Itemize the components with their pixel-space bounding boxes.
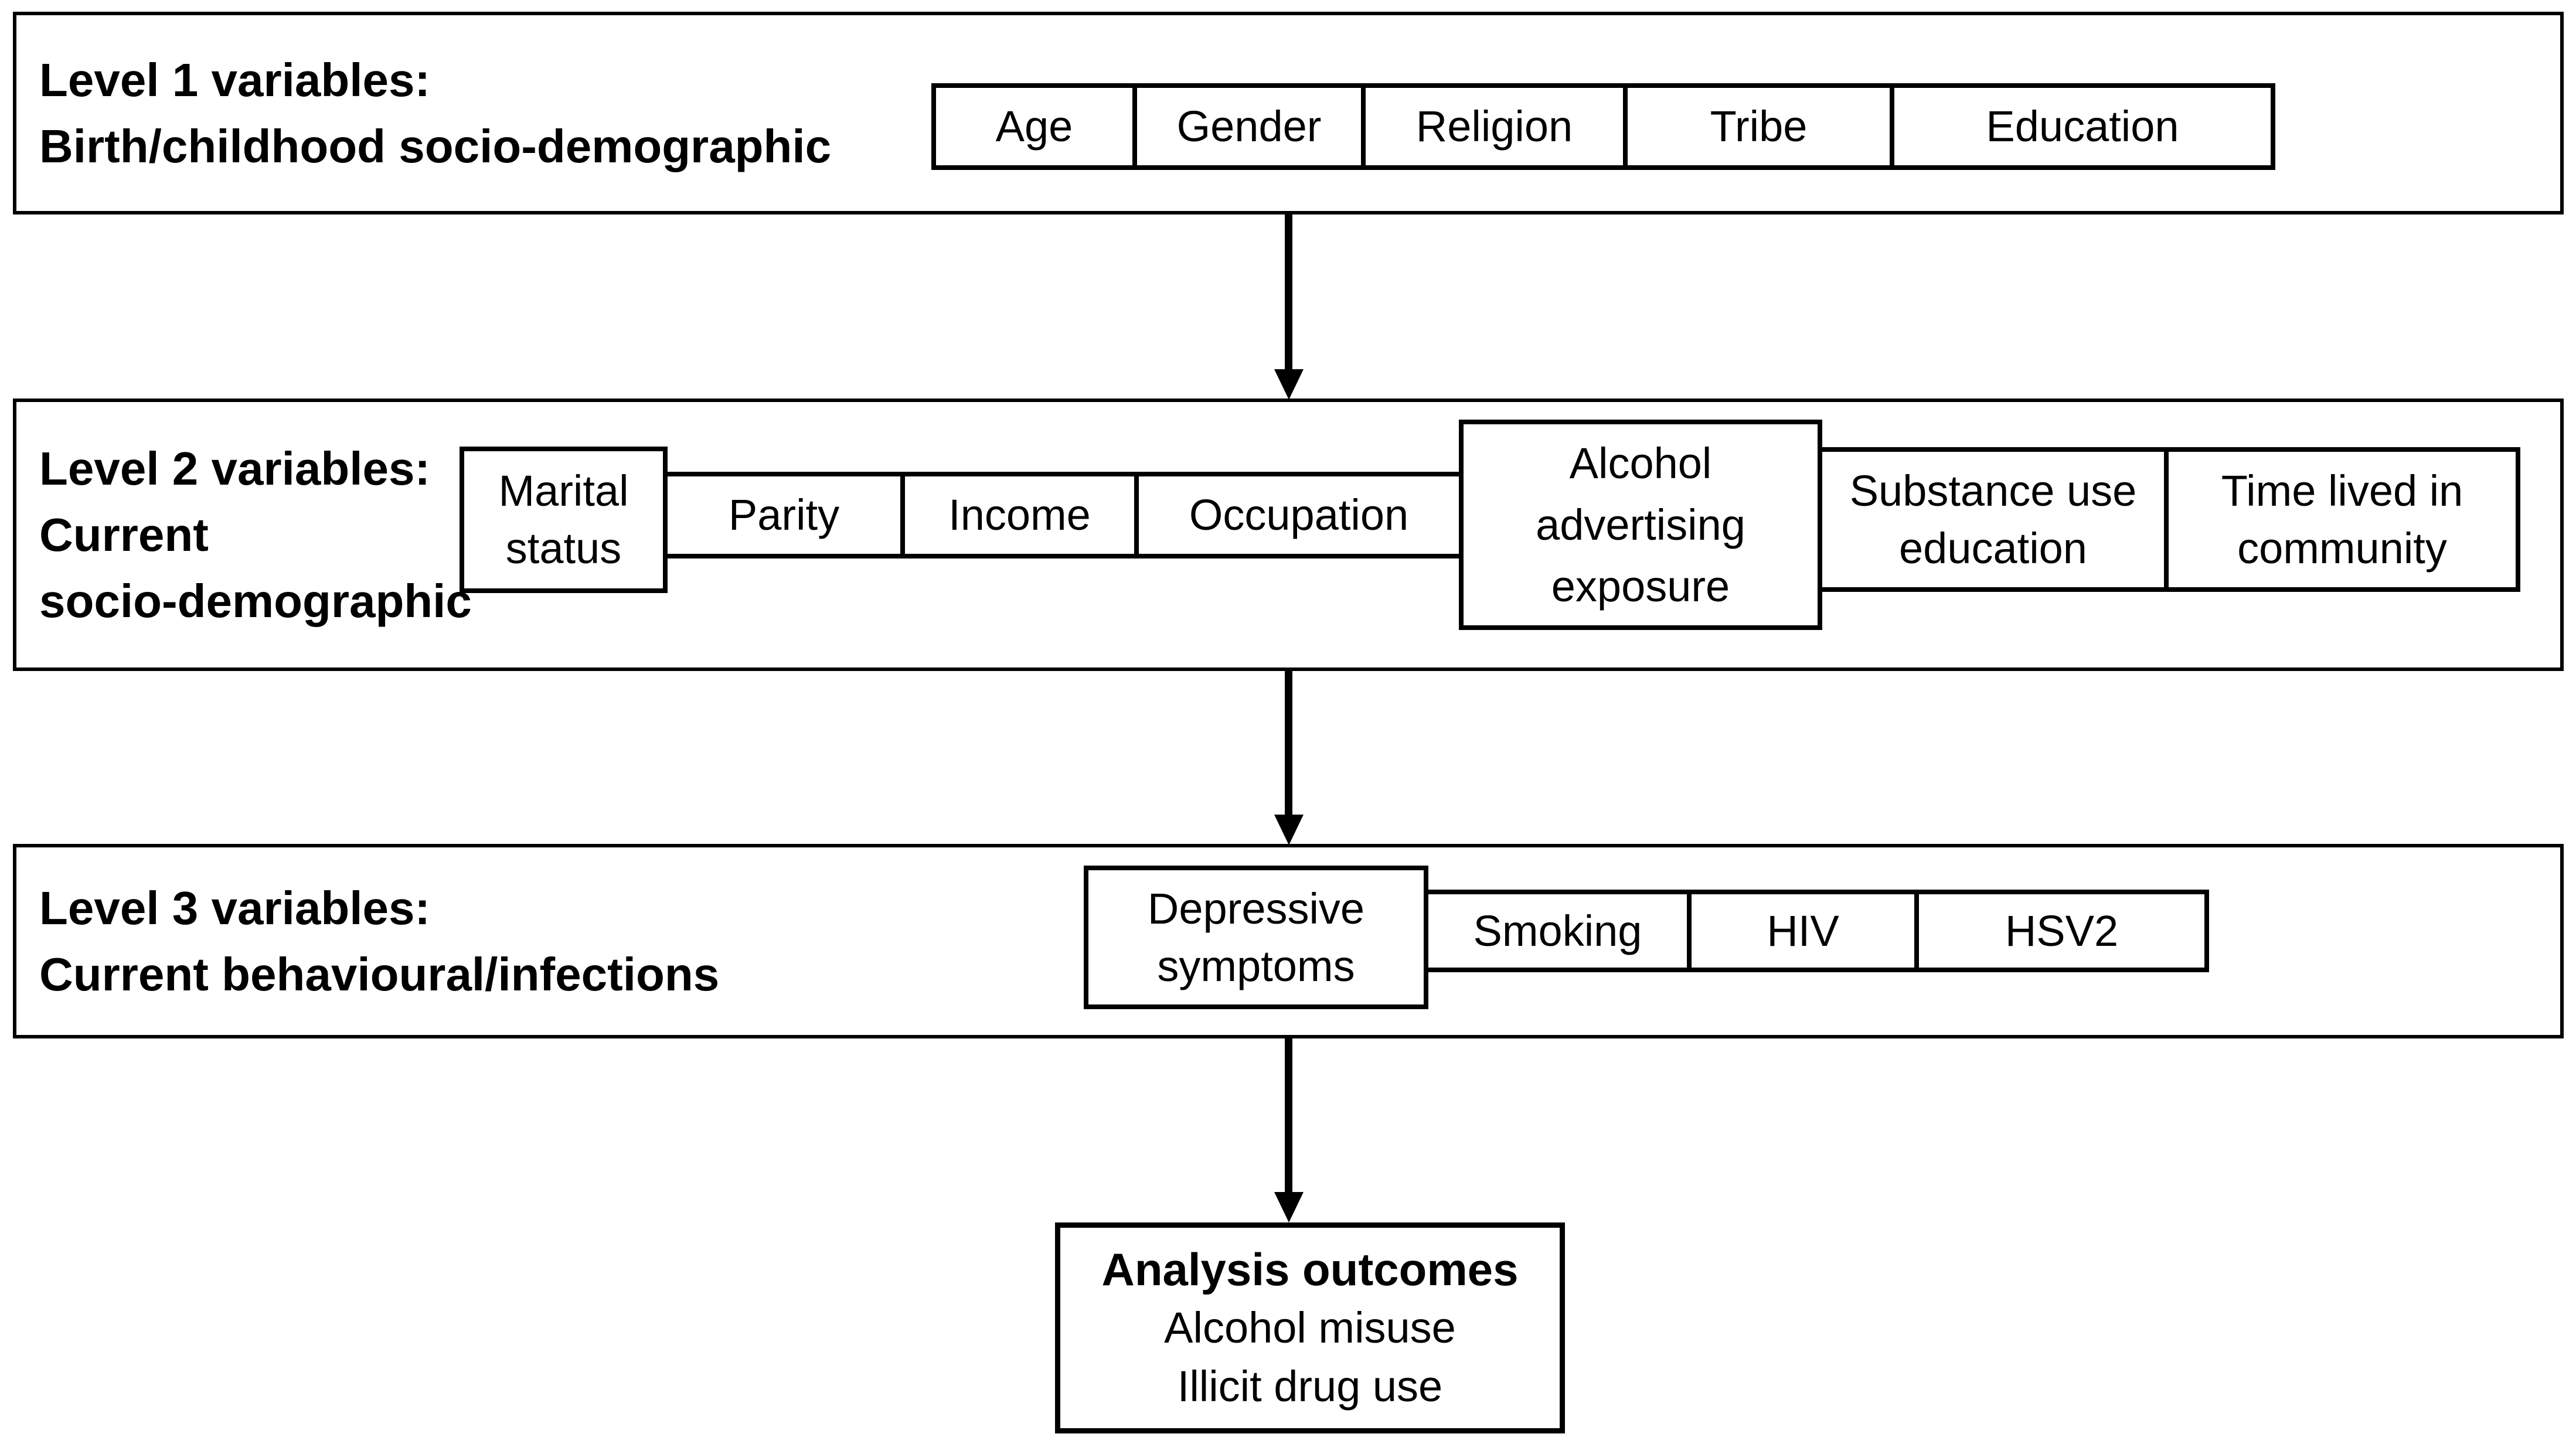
box-depressive-symptoms: Depressive symptoms: [1084, 866, 1428, 1009]
analysis-outcomes-box: Analysis outcomes Alcohol misuse Illicit…: [1055, 1222, 1565, 1433]
box-hsv2: HSV2: [1914, 890, 2209, 972]
box-gender: Gender: [1132, 83, 1366, 170]
box-education: Education: [1890, 83, 2275, 170]
box-smoking: Smoking: [1424, 890, 1692, 972]
outcome-item-alcohol-misuse: Alcohol misuse: [1164, 1303, 1456, 1352]
level1-label-line1: Level 1 variables:: [39, 54, 431, 106]
level3-label-line2: Current behavioural/infections: [39, 948, 720, 1000]
arrow-level1-to-level2-line: [1285, 214, 1292, 370]
arrow-level3-to-outcome-line: [1285, 1038, 1292, 1193]
level3-label: Level 3 variables: Current behavioural/i…: [39, 844, 719, 1038]
box-alcohol-advertising-exposure: Alcohol advertising exposure: [1459, 420, 1822, 630]
box-substance-use-education: Substance use education: [1818, 447, 2169, 592]
box-age: Age: [931, 83, 1137, 170]
level1-label-line2: Birth/childhood socio-demographic: [39, 120, 832, 172]
level2-label-line1: Level 2 variables:: [39, 442, 431, 495]
arrow-level2-to-level3-line: [1285, 671, 1292, 816]
box-parity: Parity: [663, 472, 905, 558]
box-marital-status: Marital status: [460, 447, 668, 593]
arrow-level3-to-outcome-head-icon: [1274, 1192, 1304, 1222]
box-tribe: Tribe: [1623, 83, 1894, 170]
level3-label-line1: Level 3 variables:: [39, 882, 431, 934]
arrow-level2-to-level3-head-icon: [1274, 815, 1304, 845]
box-income: Income: [900, 472, 1139, 558]
box-occupation: Occupation: [1134, 472, 1464, 558]
outcome-item-illicit-drug-use: Illicit drug use: [1177, 1362, 1443, 1411]
arrow-level1-to-level2-head-icon: [1274, 369, 1304, 400]
box-religion: Religion: [1361, 83, 1628, 170]
analysis-outcomes-title: Analysis outcomes: [1101, 1244, 1519, 1295]
level2-label: Level 2 variables: Current socio-demogra…: [39, 399, 472, 671]
box-hiv: HIV: [1687, 890, 1919, 972]
box-time-lived-in-community: Time lived in community: [2164, 447, 2520, 592]
level1-label: Level 1 variables: Birth/childhood socio…: [39, 12, 831, 214]
level2-label-line3: socio-demographic: [39, 575, 472, 627]
level2-label-line2: Current: [39, 509, 209, 561]
